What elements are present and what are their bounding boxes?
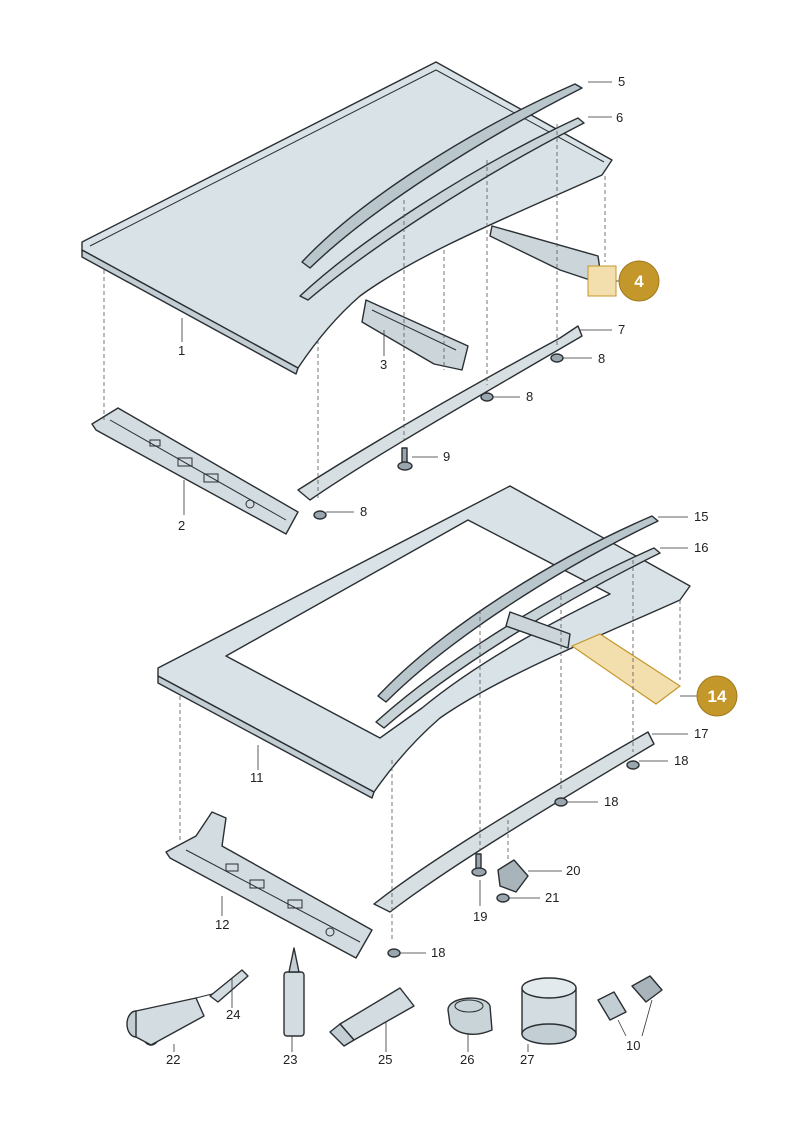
side-strip-3 [361,299,469,371]
label-18a: 18 [674,753,688,768]
side-rail-strip-17 [373,731,655,913]
label-3: 3 [380,357,387,372]
label-19: 19 [473,909,487,924]
label-24: 24 [226,1007,240,1022]
label-26: 26 [460,1052,474,1067]
svg-text:14: 14 [708,687,727,706]
assembly-lines-upper [103,124,606,500]
side-rail-strip-7 [297,325,583,501]
sealant-tube-23 [283,947,305,1037]
clip-fastener-8c [313,510,327,520]
label-5: 5 [618,74,625,89]
label-8b: 8 [526,389,533,404]
side-strip-4 [489,225,617,297]
label-23: 23 [283,1052,297,1067]
label-22: 22 [166,1052,180,1067]
label-12: 12 [215,917,229,932]
roof-rail-15 [377,515,659,703]
roof-rail-upper [301,83,583,269]
leader-lines [173,81,698,1052]
front-cross-member [91,407,299,535]
bracket-20 [497,859,529,893]
clip-fastener-18c [387,948,401,958]
label-18c: 18 [431,945,445,960]
front-cross-member-12 [165,811,373,959]
callout-badge-14: 14 [696,675,738,717]
roof-rail-lower [299,117,585,301]
part-number-labels: 5 6 1 3 7 8 8 9 2 8 15 16 17 18 11 18 20… [166,74,708,1067]
callout-badge-4: 4 [618,260,660,302]
bolt-9 [397,447,413,471]
clip-fastener-18a [626,760,640,770]
label-9: 9 [443,449,450,464]
label-15: 15 [694,509,708,524]
label-27: 27 [520,1052,534,1067]
label-10: 10 [626,1038,640,1053]
label-6: 6 [616,110,623,125]
label-7: 7 [618,322,625,337]
rivet-nut-10 [597,975,663,1037]
label-20: 20 [566,863,580,878]
adhesive-cartridge-22 [126,993,213,1046]
primer-can-27 [521,977,577,1045]
clip-fastener-18b [554,797,568,807]
roof-rail-16 [375,547,661,729]
label-1: 1 [178,343,185,358]
bolt-21 [496,893,510,903]
label-17: 17 [694,726,708,741]
side-strip-14 [505,611,682,705]
paste-tube-25 [329,987,415,1047]
label-2: 2 [178,518,185,533]
label-18b: 18 [604,794,618,809]
svg-text:4: 4 [634,272,644,291]
label-21: 21 [545,890,559,905]
clip-fastener-8a [550,353,564,363]
assembly-lines-lower [179,560,681,940]
nozzle-24 [209,969,249,1003]
clip-fastener-8b [480,392,494,402]
label-8a: 8 [598,351,605,366]
bolt-19 [471,853,487,877]
label-25: 25 [378,1052,392,1067]
label-8c: 8 [360,504,367,519]
tape-roll-26 [447,997,493,1035]
label-16: 16 [694,540,708,555]
label-11: 11 [250,770,264,785]
